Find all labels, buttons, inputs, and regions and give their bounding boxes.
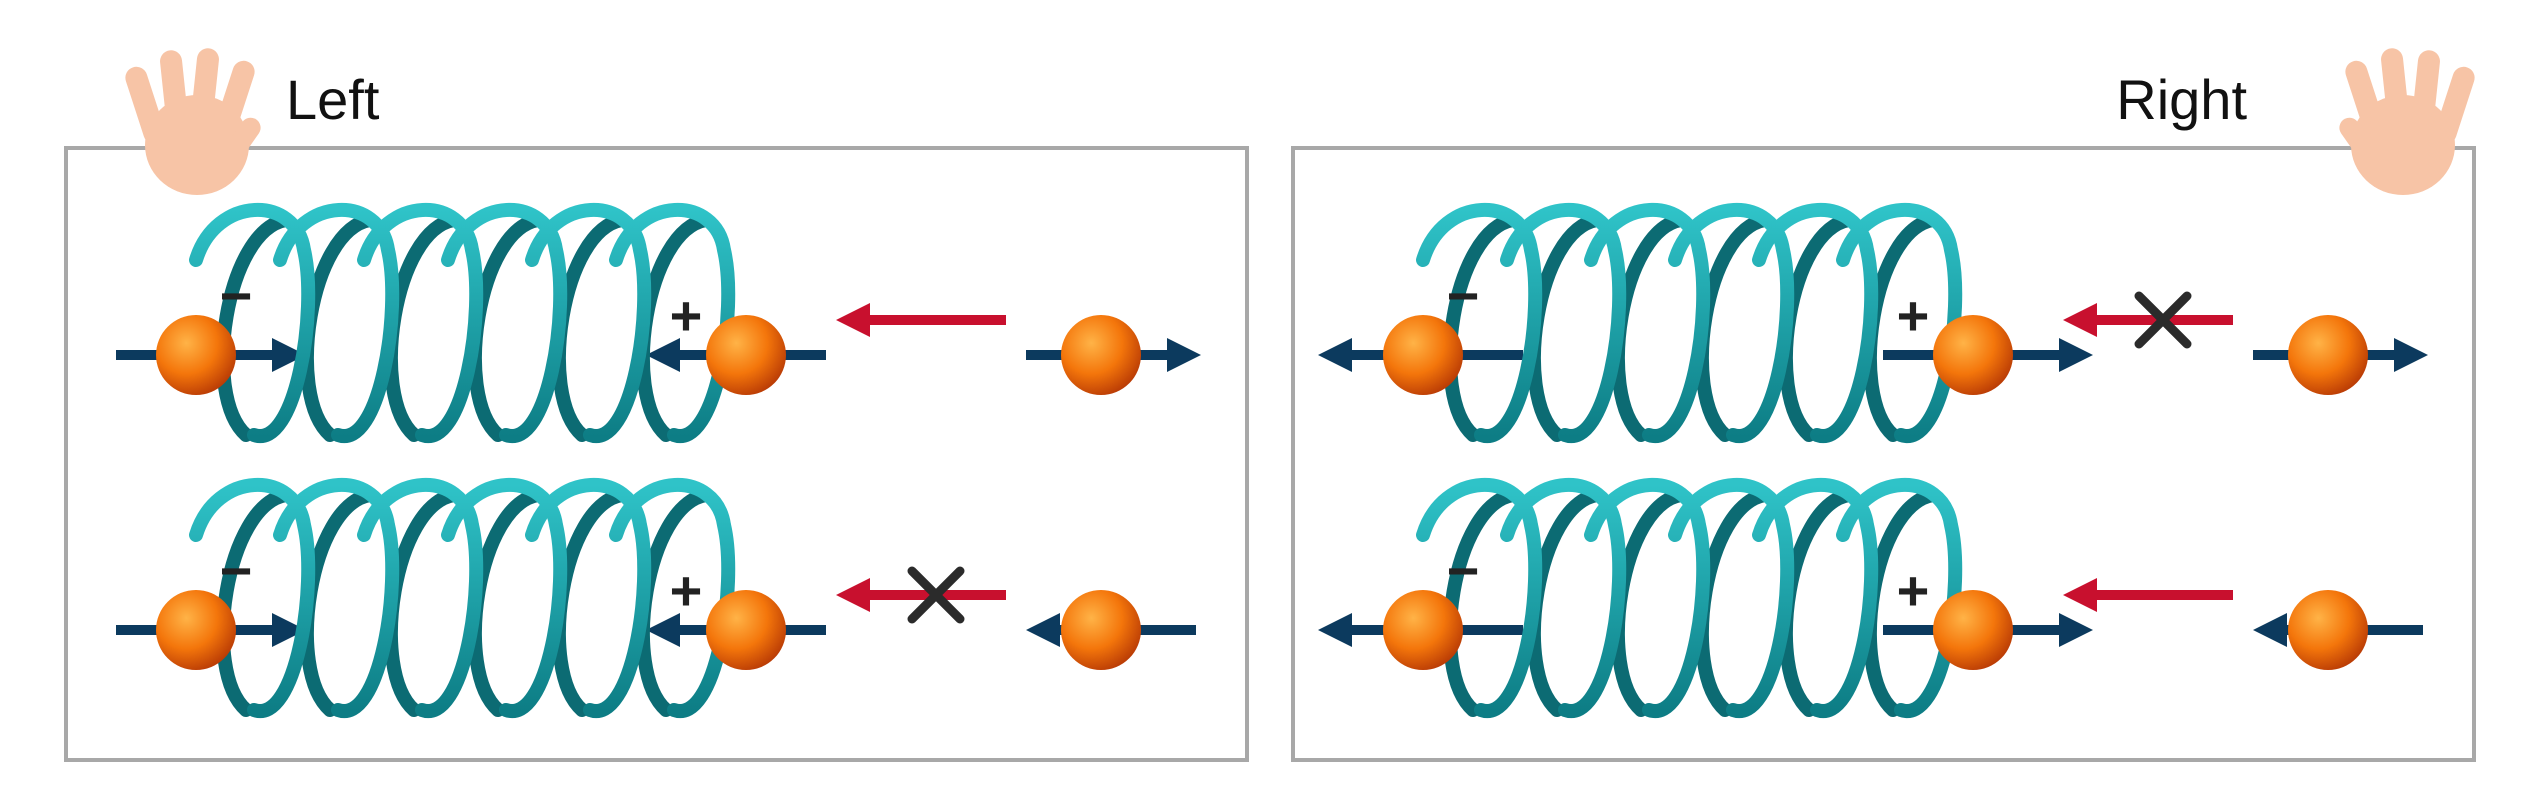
negative-particle bbox=[1383, 590, 1463, 670]
forbidden-x-icon bbox=[2134, 291, 2192, 349]
positive-particle bbox=[1933, 315, 2013, 395]
diagram-row: −+ bbox=[1318, 477, 2423, 718]
coil bbox=[1416, 477, 1963, 718]
panel-left: −+−+ bbox=[116, 202, 1201, 718]
momentum-arrow bbox=[2063, 578, 2233, 612]
negative-particle bbox=[156, 315, 236, 395]
minus-sign: − bbox=[1447, 539, 1480, 602]
right-panel-frame bbox=[1291, 146, 2476, 762]
left-hand-icon bbox=[125, 48, 261, 195]
right-hand-icon bbox=[2339, 48, 2475, 195]
plus-sign: + bbox=[1897, 284, 1930, 347]
positive-particle bbox=[706, 590, 786, 670]
minus-sign: − bbox=[1447, 264, 1480, 327]
momentum-arrow bbox=[836, 303, 1006, 337]
free-particle bbox=[1061, 590, 1141, 670]
left-panel-frame bbox=[64, 146, 1249, 762]
plus-sign: + bbox=[1897, 559, 1930, 622]
diagram-row: −+ bbox=[116, 202, 1201, 443]
coil bbox=[1416, 202, 1963, 443]
panel-right: −+−+ bbox=[1318, 202, 2428, 718]
plus-sign: + bbox=[670, 559, 703, 622]
diagram-row: −+ bbox=[1318, 202, 2428, 443]
coil bbox=[189, 477, 736, 718]
free-particle bbox=[2288, 590, 2368, 670]
positive-particle bbox=[706, 315, 786, 395]
forbidden-x-icon bbox=[907, 566, 965, 624]
plus-sign: + bbox=[670, 284, 703, 347]
coil bbox=[189, 202, 736, 443]
left-label: Left bbox=[286, 68, 380, 131]
minus-sign: − bbox=[220, 264, 253, 327]
diagram-row: −+ bbox=[116, 477, 1196, 718]
free-particle bbox=[1061, 315, 1141, 395]
negative-particle bbox=[1383, 315, 1463, 395]
free-particle bbox=[2288, 315, 2368, 395]
negative-particle bbox=[156, 590, 236, 670]
positive-particle bbox=[1933, 590, 2013, 670]
right-label: Right bbox=[2116, 68, 2247, 131]
minus-sign: − bbox=[220, 539, 253, 602]
